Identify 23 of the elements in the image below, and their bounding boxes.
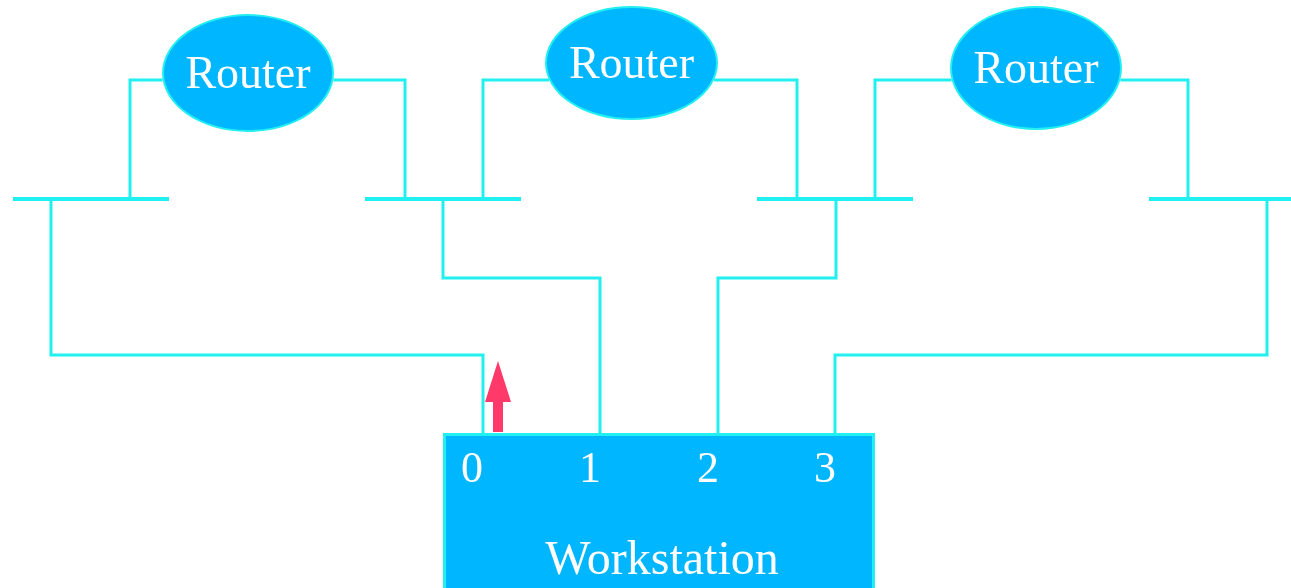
connector-line: [481, 78, 549, 197]
port-number: 0: [461, 446, 483, 490]
connector-line: [873, 78, 952, 197]
connector-line: [441, 201, 602, 433]
network-segment: [365, 197, 521, 201]
router-label: Router: [185, 50, 311, 96]
network-segment: [757, 197, 913, 201]
connector-line: [716, 201, 838, 433]
connector-line: [333, 78, 407, 197]
network-segment: [1149, 197, 1291, 201]
connector-line: [49, 201, 485, 433]
connector-line: [714, 78, 799, 197]
connector-line: [833, 201, 1269, 433]
workstation-label: Workstation: [545, 534, 779, 582]
port-number: 3: [814, 446, 836, 490]
port-number: 2: [697, 446, 719, 490]
connector-line: [128, 78, 163, 197]
workstation-box: [443, 433, 875, 588]
connector-line: [1120, 78, 1190, 197]
port-number: 1: [579, 446, 601, 490]
router-label: Router: [973, 45, 1099, 91]
router-label: Router: [568, 40, 695, 86]
network-segment: [13, 197, 169, 201]
